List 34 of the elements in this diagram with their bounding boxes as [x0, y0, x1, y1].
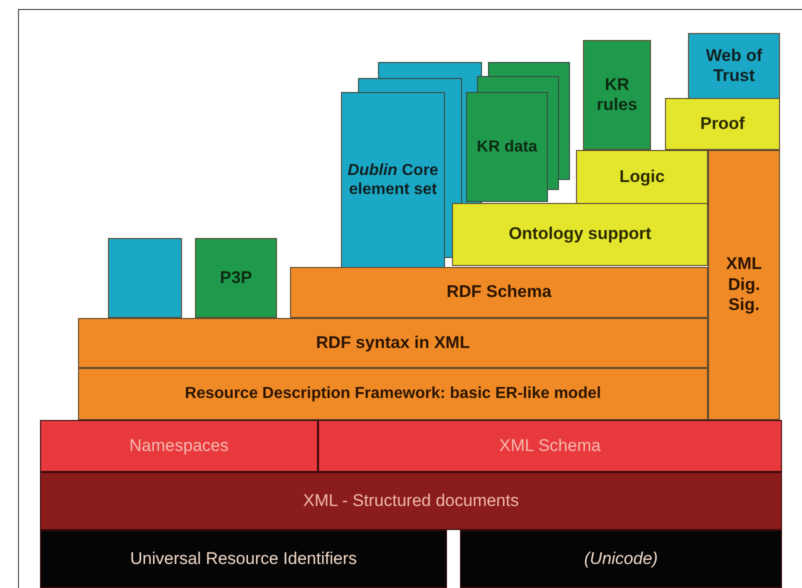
- layer-box: [583, 40, 651, 150]
- layer-box: [290, 267, 708, 318]
- layer-label: Ontology support: [508, 224, 652, 245]
- layer-label: XML - Structured documents: [303, 490, 519, 512]
- layer-label: KR data: [476, 137, 538, 157]
- layer-label: XML Schema: [499, 436, 601, 456]
- layer-box: [195, 238, 277, 318]
- layer-box: [78, 368, 708, 420]
- layer-label: Web of Trust: [704, 46, 764, 86]
- layer-label: Namespaces: [129, 436, 229, 456]
- layer-box: [108, 238, 182, 318]
- layer-label: Logic: [619, 166, 665, 188]
- layer-box: [576, 150, 708, 204]
- layer-box: [452, 203, 708, 266]
- layer-label: P3P: [218, 268, 254, 288]
- layer-label: XML Dig. Sig.: [725, 254, 763, 316]
- layer-label: Proof: [699, 114, 746, 134]
- layer-box: [40, 472, 782, 530]
- layer-box: [78, 318, 708, 368]
- layer-box: [708, 150, 780, 420]
- layer-label: RDF syntax in XML: [316, 332, 470, 354]
- layer-label: RDF Schema: [446, 282, 552, 303]
- layer-box: [665, 98, 780, 150]
- layer-box: [40, 530, 447, 588]
- layer-box: [318, 420, 782, 472]
- layer-box: [40, 420, 318, 472]
- layer-label: (Unicode): [584, 548, 658, 570]
- layer-box: [688, 33, 780, 99]
- layer-label: Resource Description Framework: basic ER-like model: [184, 384, 602, 404]
- layer-label: Universal Resource Identifiers: [130, 548, 357, 570]
- layer-label: Dublin Core element set: [347, 160, 439, 200]
- card-stack: [466, 62, 570, 202]
- layer-box: [460, 530, 782, 588]
- layer-label: KR rules: [596, 74, 638, 116]
